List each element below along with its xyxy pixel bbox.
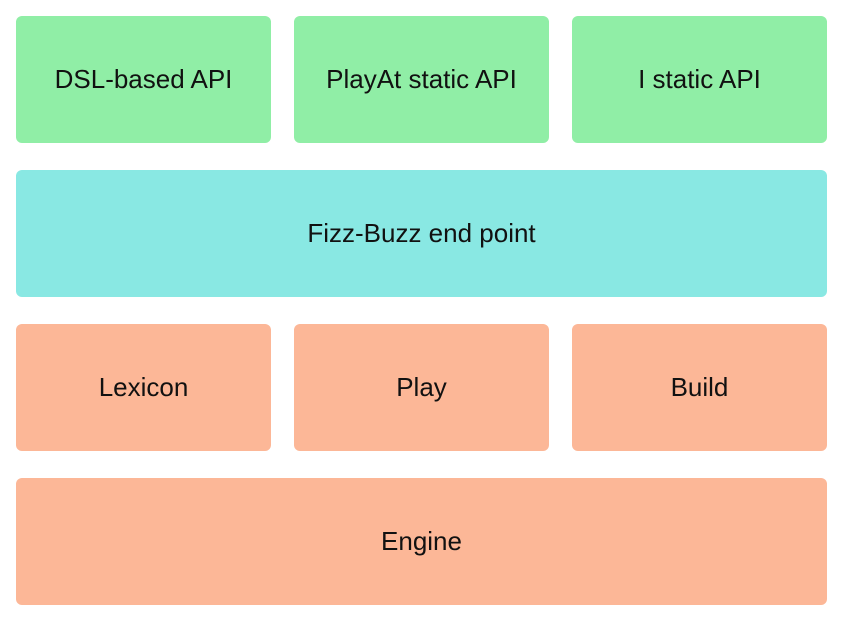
engine-label: Engine xyxy=(381,526,462,556)
fizz-buzz-endpoint-box: Fizz-Buzz end point xyxy=(16,170,827,297)
lexicon-label: Lexicon xyxy=(98,372,189,402)
i-static-api-label: I static API xyxy=(638,64,761,94)
playat-static-api-box: PlayAt static API xyxy=(294,16,549,143)
build-box: Build xyxy=(572,324,827,451)
play-box: Play xyxy=(294,324,549,451)
dsl-based-api-label: DSL-based API xyxy=(54,64,233,94)
i-static-api-box: I static API xyxy=(572,16,827,143)
playat-static-api-label: PlayAt static API xyxy=(326,64,517,94)
dsl-based-api-box: DSL-based API xyxy=(16,16,271,143)
engine-box: Engine xyxy=(16,478,827,605)
fizz-buzz-endpoint-label: Fizz-Buzz end point xyxy=(307,218,536,248)
play-label: Play xyxy=(396,372,447,402)
build-label: Build xyxy=(670,372,729,402)
lexicon-box: Lexicon xyxy=(16,324,271,451)
